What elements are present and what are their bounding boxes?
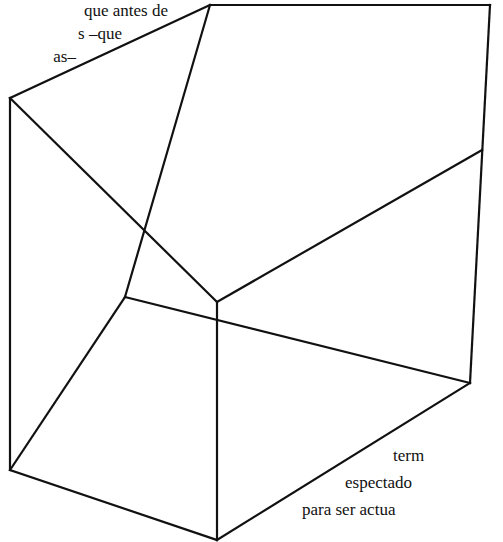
- page-text-fragment: para ser actua: [302, 501, 395, 519]
- edge-line: [470, 5, 490, 383]
- page-text-fragment: s –que: [78, 25, 122, 43]
- edge-line: [125, 297, 470, 383]
- edge-line: [216, 302, 218, 540]
- page-text-fragment: espectado: [345, 474, 412, 492]
- edge-line: [217, 383, 470, 540]
- page-text-fragment: as–: [53, 48, 76, 66]
- edge-line: [10, 98, 217, 302]
- edge-line: [210, 4, 490, 6]
- page-text-fragment: term: [393, 447, 424, 465]
- edge-line: [10, 297, 125, 470]
- edge-line: [9, 98, 11, 470]
- edge-line: [125, 5, 210, 297]
- page-text-fragment: que antes de: [84, 2, 168, 20]
- edge-line: [10, 470, 217, 540]
- edge-line: [217, 150, 482, 302]
